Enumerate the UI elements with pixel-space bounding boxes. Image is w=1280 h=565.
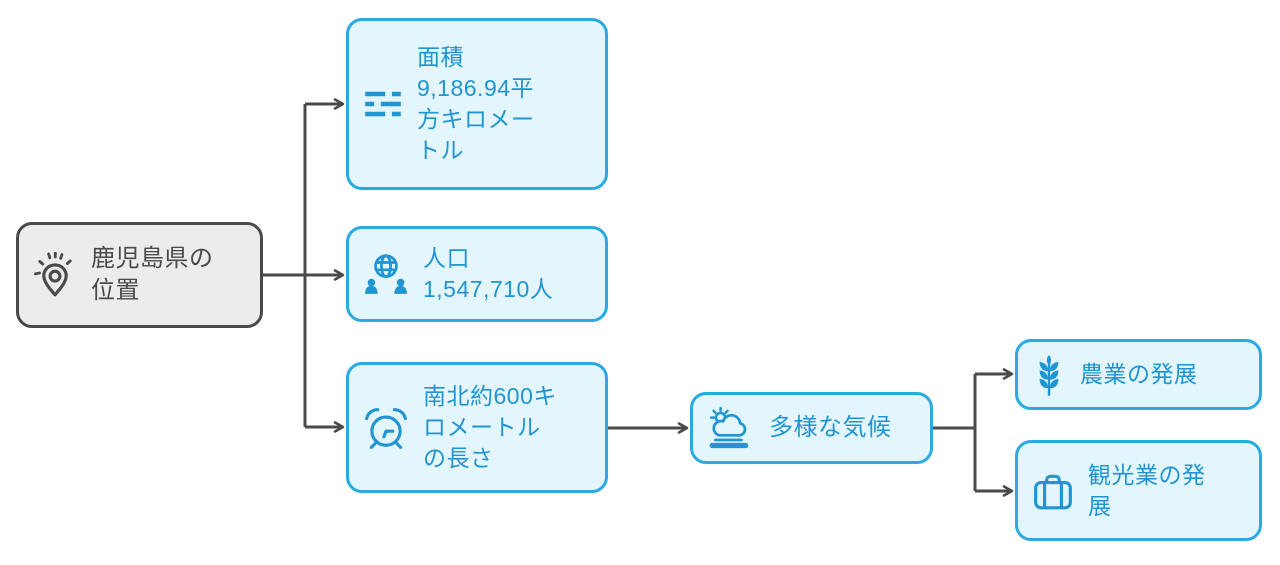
dashed-lines-icon <box>363 88 403 120</box>
node-area: 面積 9,186.94平 方キロメー トル <box>346 18 608 190</box>
node-population: 人口 1,547,710人 <box>346 226 608 322</box>
node-tourism-label: 観光業の発 展 <box>1088 461 1206 519</box>
node-population-label: 人口 1,547,710人 <box>423 245 554 302</box>
node-length-label: 南北約600キ ロメートル の長さ <box>423 383 557 471</box>
node-tourism: 観光業の発 展 <box>1015 440 1262 541</box>
sun-cloud-haze-icon <box>707 407 755 449</box>
suitcase-icon <box>1032 471 1074 511</box>
wheat-icon <box>1032 353 1066 397</box>
node-length: 南北約600キ ロメートル の長さ <box>346 362 608 493</box>
globe-people-icon <box>363 253 409 295</box>
node-agriculture: 農業の発展 <box>1015 339 1262 410</box>
node-agriculture-label: 農業の発展 <box>1080 361 1198 388</box>
node-climate-label: 多様な気候 <box>769 413 892 441</box>
node-climate: 多様な気候 <box>690 392 933 464</box>
alarm-clock-icon <box>363 405 409 451</box>
connector-climate-trunk <box>933 374 977 491</box>
connector-root-trunk <box>263 104 307 427</box>
node-root: 鹿児島県の 位置 <box>16 222 263 328</box>
node-area-label: 面積 9,186.94平 方キロメー トル <box>417 44 535 163</box>
node-root-label: 鹿児島県の 位置 <box>91 244 214 304</box>
location-pin-rays-icon <box>33 252 77 298</box>
